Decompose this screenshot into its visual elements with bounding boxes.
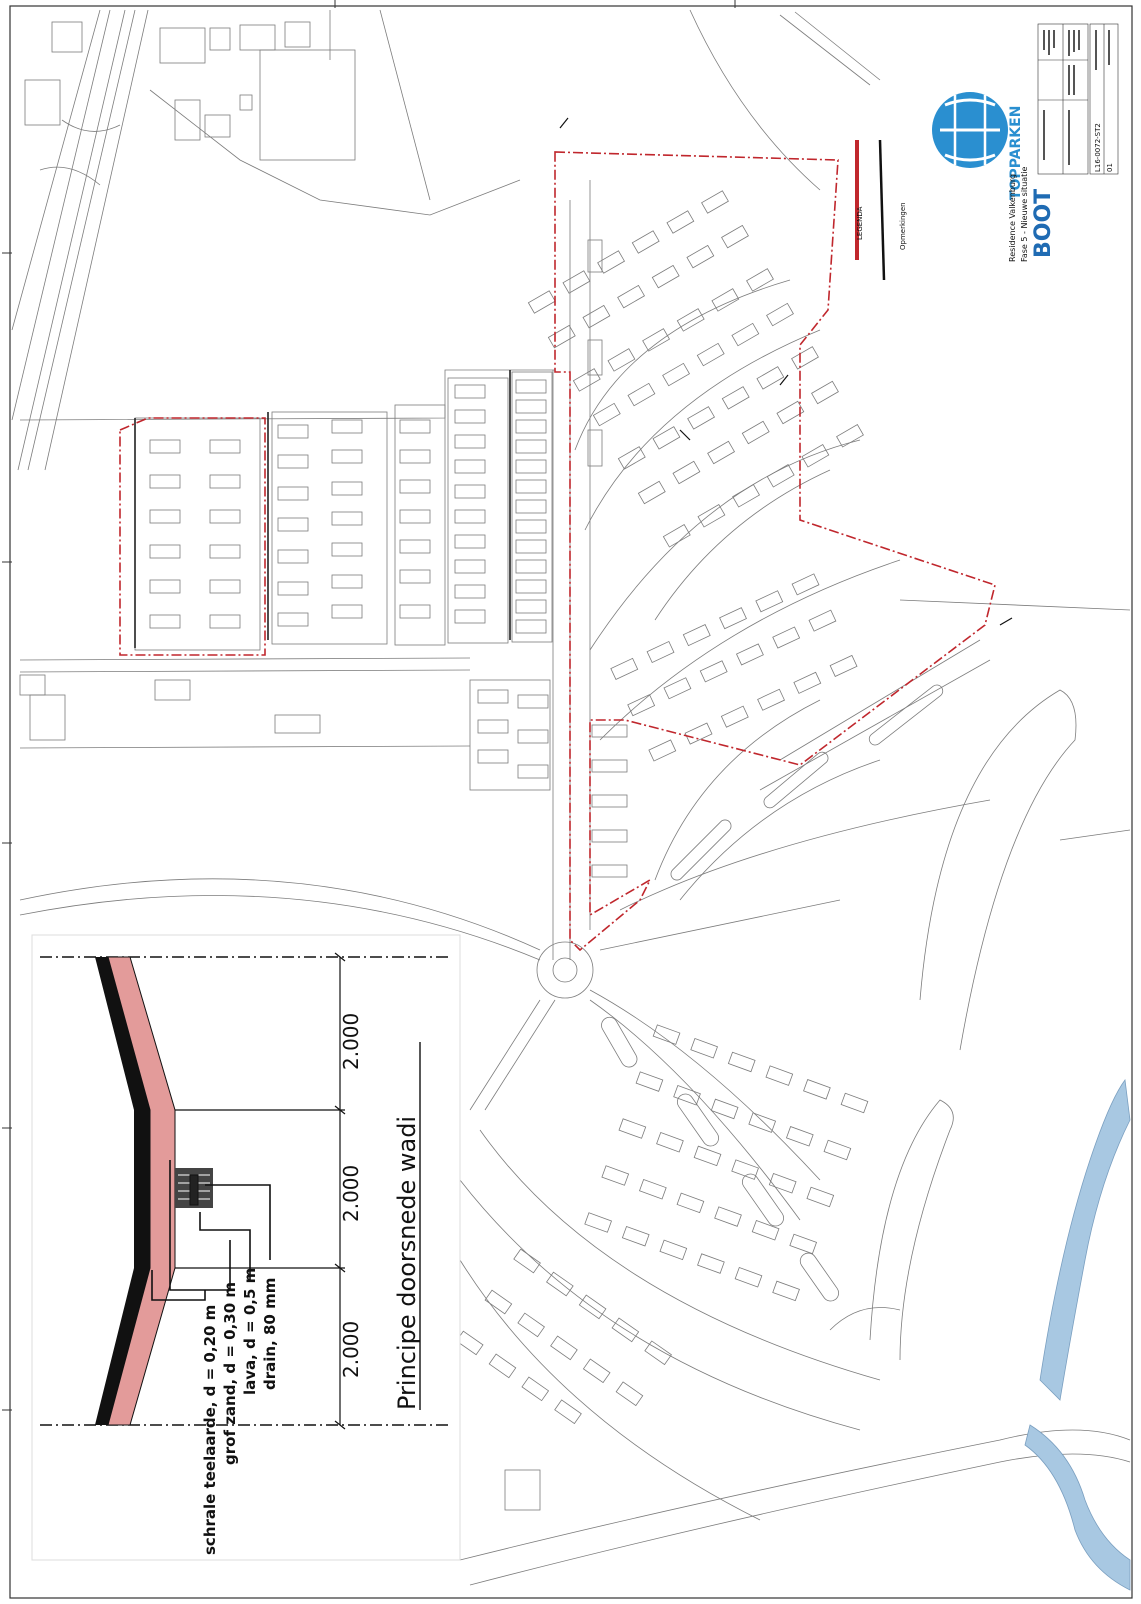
plan-boundary <box>119 151 996 952</box>
remarks-title: Opmerkingen <box>899 202 907 250</box>
drain-pipe <box>189 1174 199 1206</box>
inset-title: Principe doorsnede wadi <box>393 1116 421 1410</box>
label-coarse-sand: grof zand, d = 0,30 m <box>221 1282 239 1465</box>
drawing-revision: 01 <box>1106 163 1114 172</box>
boot-logo: BOOT <box>1031 189 1056 258</box>
inset-panel <box>31 934 461 1561</box>
layer-coarse-sand <box>107 956 176 1426</box>
plots-west <box>134 370 553 791</box>
topparken-logo <box>932 92 1008 168</box>
dim-upper: 2.000 <box>339 1013 363 1070</box>
layer-topsoil <box>95 957 150 1425</box>
label-topsoil: schrale teelaarde, d = 0,20 m <box>201 1305 219 1555</box>
title-block: LEGENDA Opmerkingen TOPPARKEN BOOT Resid… <box>855 23 1119 281</box>
section-markers <box>559 117 1013 626</box>
topparken-wordmark: TOPPARKEN <box>1008 106 1024 200</box>
water-features <box>1024 1078 1131 1591</box>
wadi-section-inset: 2.000 2.000 2.000 schrale teelaarde, d =… <box>31 934 461 1561</box>
plots-south <box>455 684 944 1511</box>
label-lava: lava, d = 0,5 m <box>241 1268 259 1395</box>
dim-middle: 2.000 <box>339 1165 363 1222</box>
base-map <box>11 9 1131 1586</box>
legend-title: LEGENDA <box>856 206 864 240</box>
frame-ticks <box>2 0 736 1411</box>
label-drain: drain, 80 mm <box>261 1278 279 1390</box>
project-name: Residence Valkenburg <box>1008 174 1017 262</box>
drawing-number: L16-0072-ST2 <box>1094 123 1102 172</box>
dim-lower: 2.000 <box>339 1321 363 1378</box>
plots-east <box>527 190 864 878</box>
phase-name: Fase 5 - Nieuwe situatie <box>1020 166 1029 262</box>
